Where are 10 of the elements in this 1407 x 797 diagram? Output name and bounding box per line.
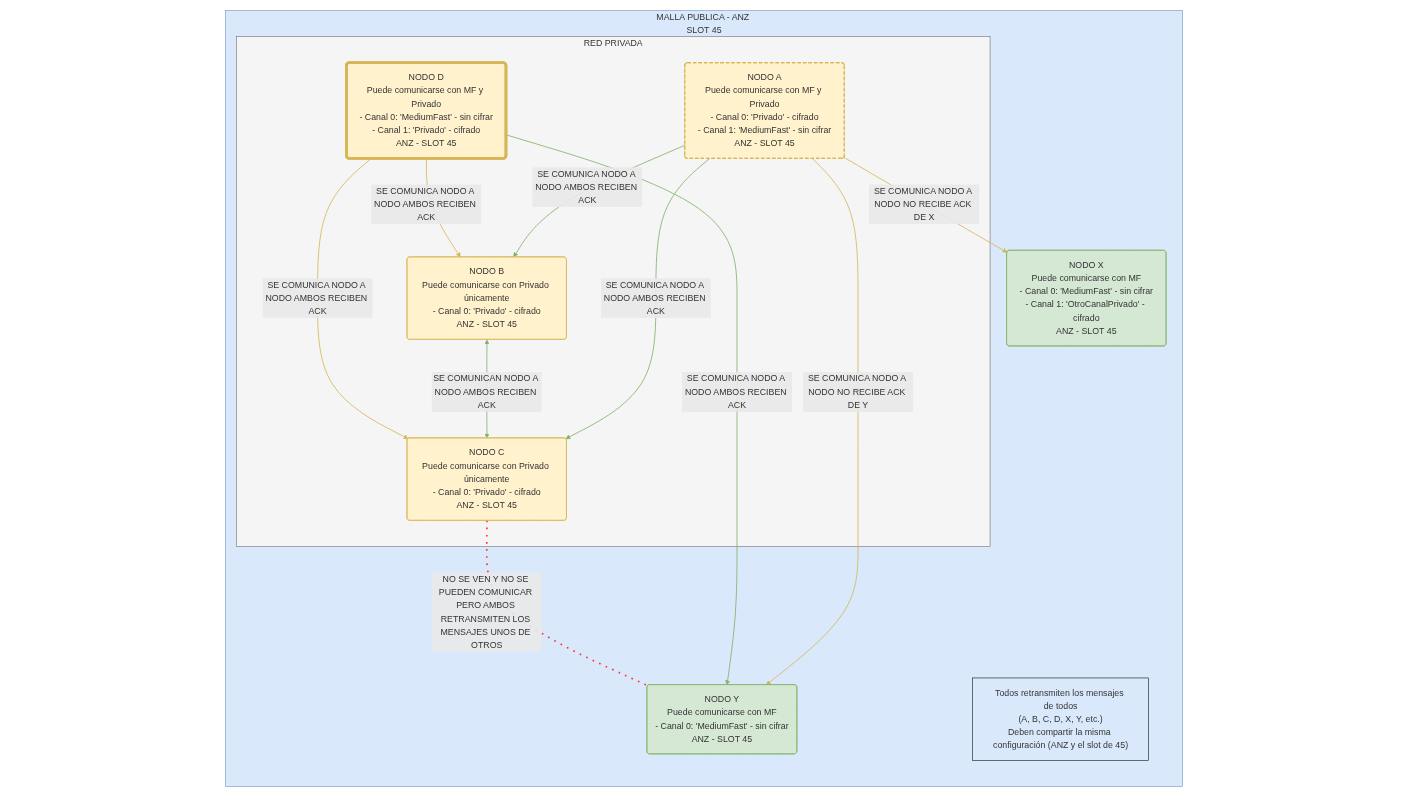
edge-label: SE COMUNICA NODO A NODO AMBOS RECIBEN ACK	[603, 279, 705, 316]
edge-label: SE COMUNICA NODO A NODO AMBOS RECIBEN ACK	[684, 373, 787, 410]
edge-label: SE COMUNICA NODO A NODO AMBOS RECIBEN ACK	[264, 279, 367, 316]
edge-label: SE COMUNICA NODO A NODO AMBOS RECIBEN ACK	[534, 168, 637, 205]
edge-label: NO SE VEN Y NO SE PUEDEN COMUNICAR PERO AMBOS RETRANSMITEN LOS MENSAJES UNOS DE OTROS	[438, 574, 532, 650]
edge-label: SE COMUNICA NODO A NODO AMBOS RECIBEN ACK	[373, 186, 476, 222]
edge-label: SE COMUNICAN NODO A NODO AMBOS RECIBEN ACK	[432, 373, 538, 410]
node-box: Todos retransmiten los mensajes de todos (A, B, C, D, X, Y, etc.) Deben compartir la misma configuración (ANZ y el slot de 45)	[971, 677, 1149, 761]
edge-label: SE COMUNICA NODO A NODO NO RECIBE ACK DE X	[873, 186, 972, 222]
edge-label: SE COMUNICA NODO A NODO NO RECIBE ACK DE Y	[807, 373, 906, 410]
